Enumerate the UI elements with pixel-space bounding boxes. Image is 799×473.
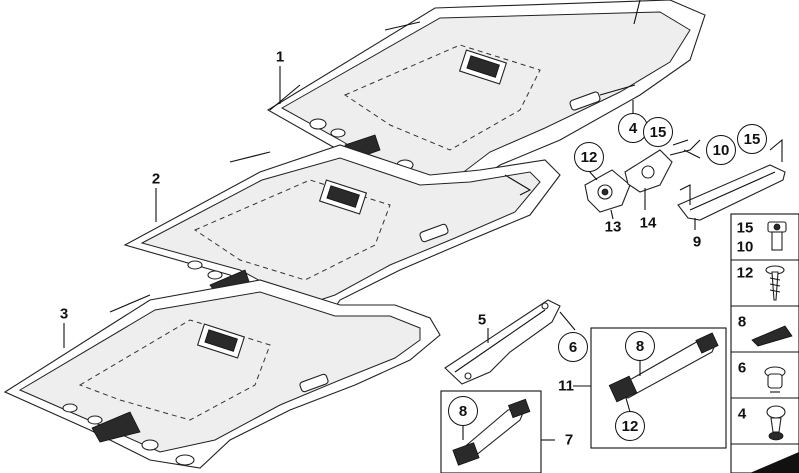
sidebar-label-15: 15 (736, 219, 754, 237)
parts-sidebar (730, 213, 799, 473)
sidebar-fastener-15-10 (767, 221, 787, 251)
sidebar-label-8: 8 (737, 313, 747, 331)
assembly-7-box (440, 390, 542, 473)
callout-12-lower: 12 (615, 411, 645, 441)
callout-11: 11 (558, 377, 574, 395)
callout-6: 6 (558, 332, 588, 362)
grab-handle-7 (452, 398, 531, 466)
headliner-3 (3, 279, 441, 469)
callout-1: 1 (275, 48, 285, 66)
grab-handle-11 (608, 332, 719, 403)
callout-2: 2 (151, 170, 161, 188)
callout-8-upper: 8 (625, 331, 655, 361)
callout-5: 5 (477, 311, 487, 329)
assembly-11-box (590, 327, 727, 449)
callout-8-lower: 8 (448, 396, 478, 426)
callout-10: 10 (706, 135, 736, 165)
sidebar-corner-icon (750, 452, 799, 473)
callout-13: 13 (604, 218, 622, 236)
sidebar-label-4: 4 (737, 405, 747, 423)
sidebar-clip-4 (766, 405, 786, 441)
bracket-5 (444, 299, 576, 385)
callout-9: 9 (692, 233, 702, 251)
sidebar-label-10: 10 (736, 238, 754, 256)
callout-3: 3 (59, 305, 69, 323)
headliner-2 (123, 144, 561, 331)
bracket-9 (677, 138, 786, 221)
leader-lines (63, 66, 701, 441)
sidebar-pad-8 (751, 325, 793, 347)
callout-14: 14 (639, 214, 657, 232)
clip-13 (584, 169, 631, 213)
sidebar-label-6: 6 (737, 359, 747, 377)
callout-15-upper: 15 (643, 117, 673, 147)
sidebar-fastener-12 (765, 265, 785, 301)
clip-14 (624, 139, 701, 193)
callout-15-right: 15 (737, 124, 767, 154)
callout-7: 7 (564, 431, 574, 449)
sidebar-clip-6 (764, 366, 786, 393)
callout-12-upper: 12 (574, 142, 604, 172)
sidebar-label-12: 12 (736, 264, 754, 282)
